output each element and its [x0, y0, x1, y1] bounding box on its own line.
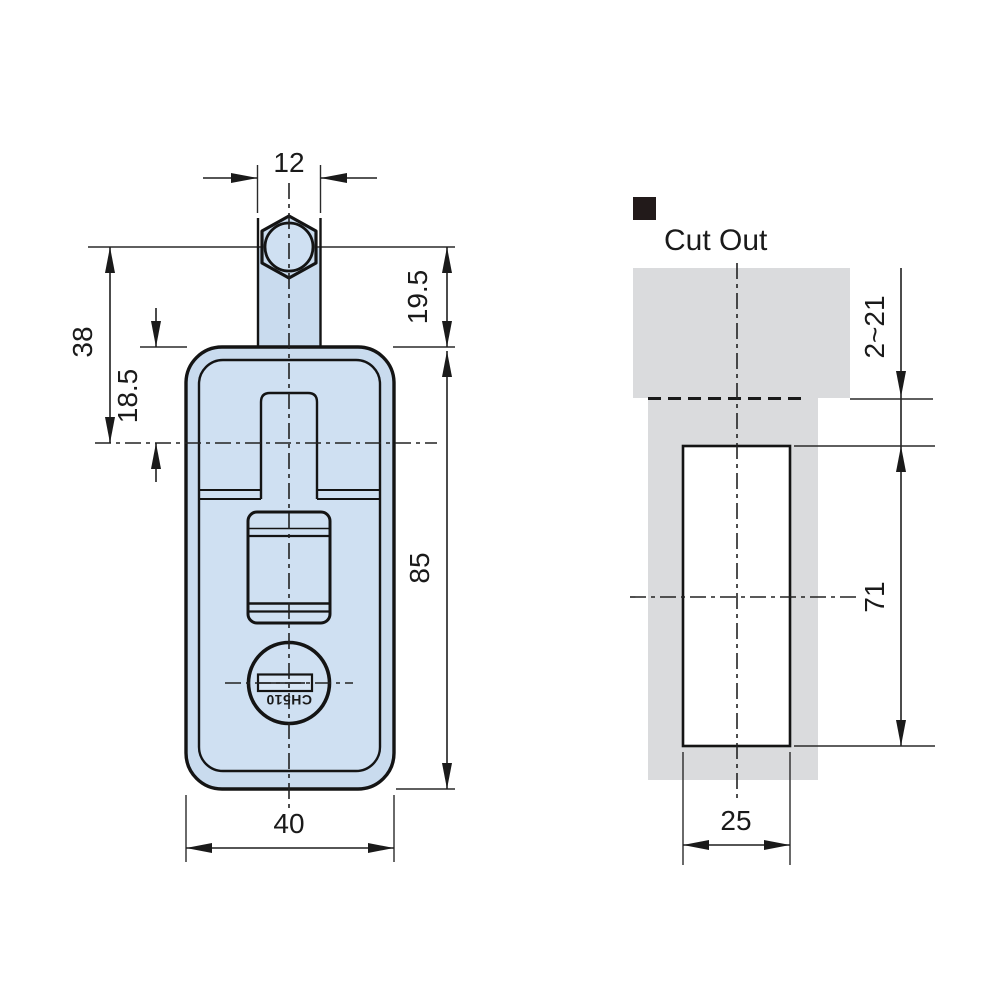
- dim-label: 38: [67, 326, 98, 357]
- section-marker-square: [633, 197, 656, 220]
- dim-stud-to-center: 38: [67, 247, 115, 443]
- dim-label: 2~21: [859, 295, 890, 358]
- dim-cutout-height: 71: [794, 445, 935, 747]
- dim-label: 12: [273, 147, 304, 178]
- dim-panel-thickness: 2~21: [850, 295, 933, 400]
- cutout-view: Cut Out 2~21 71: [630, 197, 935, 865]
- dim-neck-height: 19.5: [402, 247, 452, 347]
- dim-cutout-width: 25: [682, 752, 791, 865]
- dim-bodytop-to-center: 18.5: [112, 308, 161, 482]
- latch-front-view: CH510 12 38 18.5: [67, 147, 455, 862]
- cutout-title: Cut Out: [664, 224, 768, 257]
- dim-label: 40: [273, 808, 304, 839]
- dim-label: 71: [859, 581, 890, 612]
- panel-upper-area: [633, 268, 850, 398]
- dim-label: 25: [720, 805, 751, 836]
- dim-label: 85: [404, 552, 435, 583]
- dim-body-width: 40: [185, 795, 395, 862]
- dim-label: 19.5: [402, 270, 433, 325]
- dim-stud-width: 12: [203, 147, 377, 213]
- dim-body-height: 85: [404, 351, 452, 789]
- dim-label: 18.5: [112, 369, 143, 424]
